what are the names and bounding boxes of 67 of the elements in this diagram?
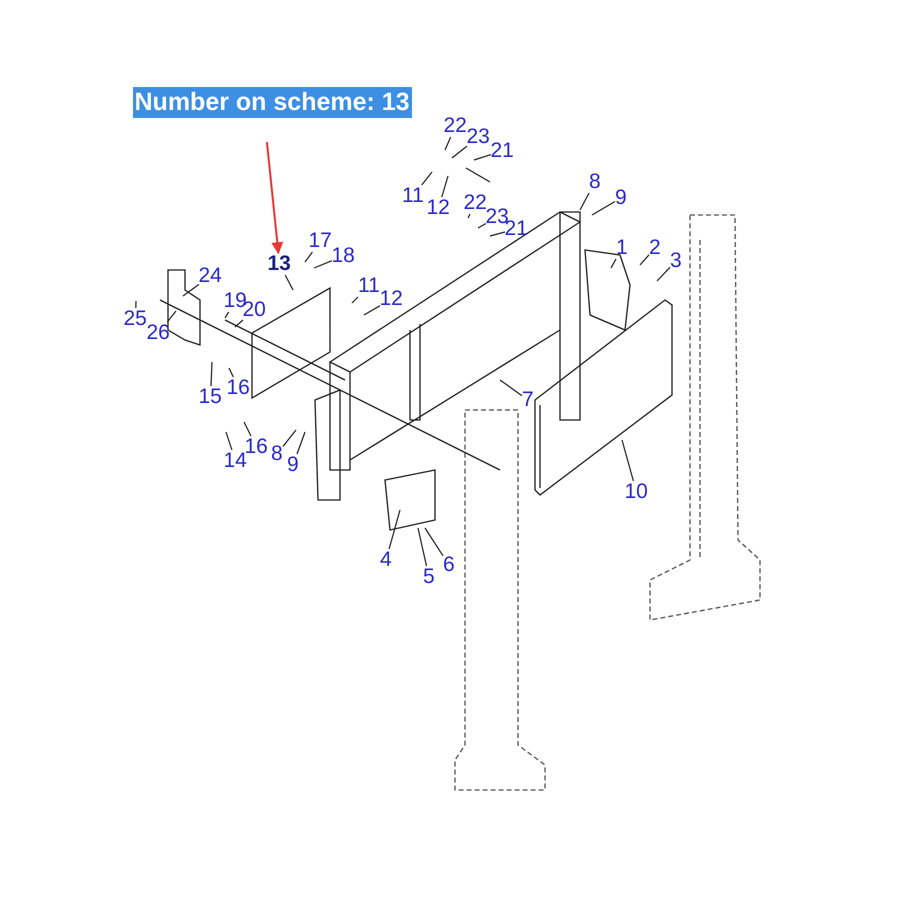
callout-number: 4 — [380, 549, 392, 571]
callout-number: 22 — [464, 192, 487, 214]
callout-number: 15 — [198, 386, 222, 408]
leader-line — [364, 305, 380, 316]
callout-number: 26 — [146, 322, 170, 344]
callout-number: 17 — [308, 230, 332, 252]
leader-line — [388, 510, 401, 550]
callout-number: 22 — [444, 115, 467, 137]
leader-line — [314, 260, 332, 269]
leader-line — [182, 284, 200, 296]
leader-line — [166, 310, 176, 322]
leader-line — [234, 320, 244, 328]
leader-line — [610, 258, 617, 268]
leader-line — [296, 432, 306, 454]
leader-line — [224, 312, 230, 318]
leader-line — [490, 231, 506, 237]
callout-number: 16 — [226, 377, 250, 399]
callout-number: 12 — [380, 288, 403, 310]
leader-line — [243, 422, 252, 436]
callout-number: 24 — [198, 265, 222, 287]
callout-number: 18 — [332, 245, 355, 267]
callout-number: 9 — [615, 187, 627, 209]
leader-line — [225, 432, 232, 450]
leader-line — [500, 380, 522, 396]
leader-line — [621, 440, 634, 482]
leader-line — [228, 368, 234, 378]
leader-line — [640, 254, 650, 266]
leader-line — [441, 176, 449, 198]
leader-line — [135, 300, 137, 308]
callout-number: 12 — [426, 197, 450, 219]
callout-number: 16 — [244, 436, 268, 458]
leader-line — [444, 136, 452, 150]
callout-number: 10 — [624, 481, 648, 503]
callout-number: 8 — [271, 443, 283, 465]
callout-number: 11 — [358, 275, 380, 297]
callout-number: 8 — [589, 171, 601, 193]
leader-line — [352, 296, 358, 304]
arrow — [266, 142, 284, 254]
callout-number: 14 — [224, 450, 247, 472]
leader-line — [467, 214, 471, 218]
callout-number: 9 — [287, 454, 299, 476]
leader-line — [478, 222, 486, 229]
callout-number: 11 — [402, 185, 424, 207]
leader-line — [284, 274, 294, 290]
callout-number: 7 — [522, 389, 534, 411]
callout-number: 6 — [443, 554, 455, 576]
callout-number: 21 — [490, 140, 514, 162]
callout-number: 25 — [124, 308, 147, 330]
leader-line — [592, 200, 616, 216]
leader-line — [210, 362, 213, 386]
callout-number: 3 — [670, 250, 682, 272]
callout-number: 13 — [268, 253, 291, 275]
leader-line — [417, 528, 428, 566]
leader-line — [424, 528, 444, 556]
highlighted-caption: Number on scheme: 13 — [132, 86, 412, 118]
callout-number: 19 — [224, 290, 247, 312]
leader-line — [656, 266, 670, 282]
leader-line — [452, 146, 468, 158]
leader-line — [304, 252, 313, 262]
leader-line — [579, 192, 590, 210]
callout-number: 5 — [423, 566, 435, 588]
callout-number: 2 — [649, 237, 661, 259]
leader-line — [282, 430, 296, 447]
leader-line — [474, 154, 492, 161]
callout-number: 1 — [616, 237, 628, 259]
callout-number: 23 — [466, 126, 490, 148]
leader-line — [421, 172, 432, 186]
